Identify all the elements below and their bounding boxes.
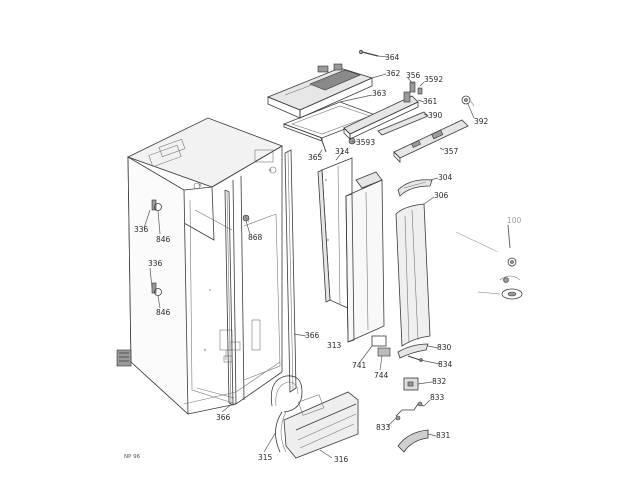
label-366-left: 366: [216, 413, 231, 422]
part-831-cover: [397, 429, 429, 453]
part-365-screw: [320, 137, 327, 153]
label-304: 304: [438, 173, 453, 182]
part-306-door-panel: [395, 203, 431, 347]
label-100: 100: [507, 216, 522, 225]
part-392-fitting: [461, 95, 475, 107]
label-846-upper: 846: [156, 235, 171, 244]
label-366-right: 366: [305, 331, 320, 340]
side-detail-parts: [455, 224, 523, 300]
gasket-strip-right: [284, 149, 297, 393]
label-362: 362: [386, 69, 401, 78]
label-316: 316: [334, 455, 349, 464]
label-390: 390: [428, 111, 443, 120]
label-365: 365: [308, 153, 323, 162]
label-336-upper: 336: [134, 225, 149, 234]
label-363: 363: [372, 89, 387, 98]
label-364: 364: [385, 53, 400, 62]
part-313-liner-panel: [345, 171, 385, 343]
part-364-screw: [358, 49, 379, 57]
part-315-tubing: [270, 375, 303, 453]
label-313: 313: [327, 341, 342, 350]
part-741-bracket: [371, 335, 391, 357]
label-868: 868: [248, 233, 263, 242]
label-336-lower: 336: [148, 259, 163, 268]
label-744: 744: [374, 371, 389, 380]
part-833-hinge: [395, 401, 425, 421]
part-304-handle-cap: [397, 179, 433, 197]
label-741: 741: [352, 361, 367, 370]
label-361: 361: [423, 97, 438, 106]
part-316-dispenser-base: [283, 391, 359, 459]
grille-block: [116, 349, 132, 367]
label-392: 392: [474, 117, 489, 126]
cabinet: [116, 117, 283, 415]
gasket-strip-left: [224, 189, 234, 406]
part-361-control-bar: [343, 91, 419, 140]
label-315: 315: [258, 453, 273, 462]
label-832: 832: [432, 377, 447, 386]
label-846-lower: 846: [156, 308, 171, 317]
label-356: 356: [406, 71, 421, 80]
label-831: 831: [436, 431, 451, 440]
label-306: 306: [434, 191, 449, 200]
part-356-clip: [409, 81, 423, 95]
label-833-upper: 833: [430, 393, 445, 402]
label-833-lower: 833: [376, 423, 391, 432]
footer-note: NP 96: [124, 454, 141, 460]
label-3593: 3593: [356, 138, 375, 147]
label-357: 357: [444, 147, 459, 156]
label-314: 314: [335, 147, 350, 156]
label-3592: 3592: [424, 75, 443, 84]
part-832-bracket: [403, 377, 419, 391]
label-834: 834: [438, 360, 453, 369]
label-830: 830: [437, 343, 452, 352]
callout-labels: 364 362 356 3592 363 361 390 392 3593 36…: [124, 53, 522, 464]
leader-lines: [143, 55, 475, 459]
part-830-handle-base: [397, 343, 429, 362]
part-357-panel: [393, 119, 469, 163]
